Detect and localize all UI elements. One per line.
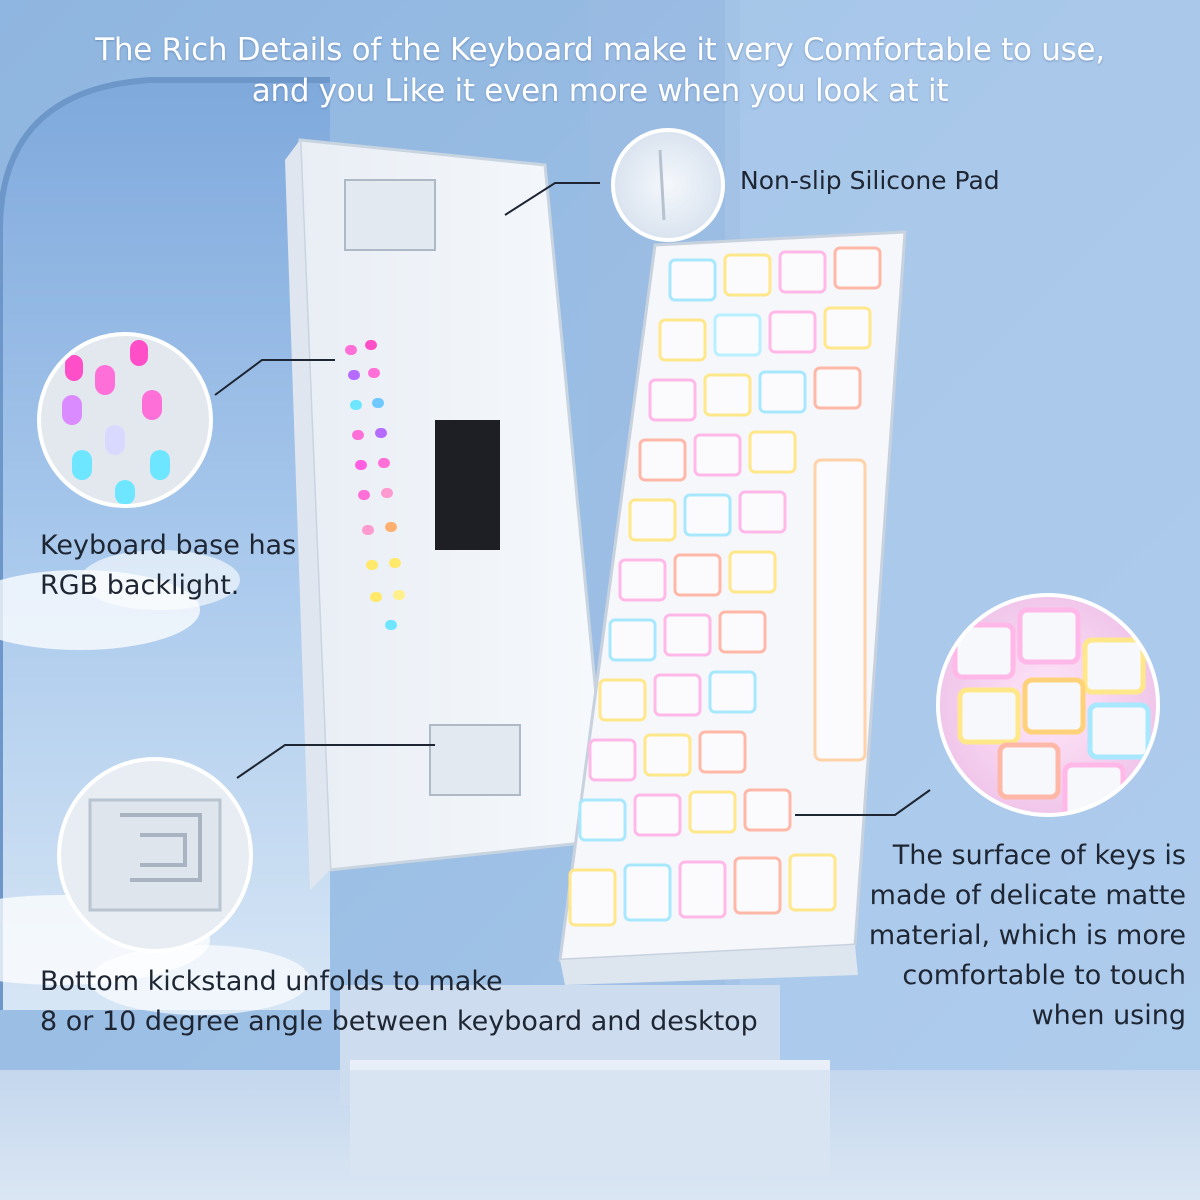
leader-line-rgb (214, 359, 335, 396)
headline: The Rich Details of the Keyboard make it… (0, 30, 1200, 112)
headline-line-1: The Rich Details of the Keyboard make it… (95, 32, 1105, 68)
detail-circle-rgb (37, 332, 213, 508)
kickstand-bottom (429, 724, 521, 796)
arch-window (0, 80, 330, 1010)
caption-kickstand: Bottom kickstand unfolds to make 8 or 10… (40, 962, 758, 1042)
detail-circle-keys (936, 593, 1160, 817)
headline-line-2: and you Like it even more when you look … (251, 73, 949, 109)
caption-line: 8 or 10 degree angle between keyboard an… (40, 1006, 758, 1037)
pedestal-top (350, 1060, 830, 1070)
rgb-vent-holes (345, 340, 405, 630)
caption-line: The surface of keys is (892, 840, 1186, 871)
cloud (80, 550, 240, 610)
product-label (435, 420, 500, 550)
keyboard-top (558, 230, 907, 985)
detail-circle-kickstand (57, 757, 253, 953)
cloud (90, 945, 310, 1015)
caption-line: material, which is more (868, 920, 1186, 951)
caption-silicone-pad: Non-slip Silicone Pad (740, 166, 1000, 195)
pedestal-step-front (350, 1065, 830, 1175)
caption-line: Keyboard base has (40, 530, 297, 561)
caption-line: RGB backlight. (40, 570, 240, 601)
caption-rgb-backlight: Keyboard base has RGB backlight. (40, 526, 296, 606)
kickstand-top (344, 179, 436, 251)
caption-line: Bottom kickstand unfolds to make (40, 966, 503, 997)
caption-line: comfortable to touch (902, 960, 1186, 991)
keycap-grid (568, 246, 882, 927)
keyboard-underside (285, 138, 612, 890)
caption-line: when using (1031, 1000, 1186, 1031)
detail-circle-pad (611, 128, 725, 242)
leader-line-pad (504, 182, 600, 216)
arch-frame (0, 77, 330, 1010)
caption-line: made of delicate matte (869, 880, 1186, 911)
leader-line-surface (795, 789, 931, 816)
caption-key-surface: The surface of keys is made of delicate … (820, 836, 1186, 1036)
leader-line-kickstand (236, 744, 435, 779)
